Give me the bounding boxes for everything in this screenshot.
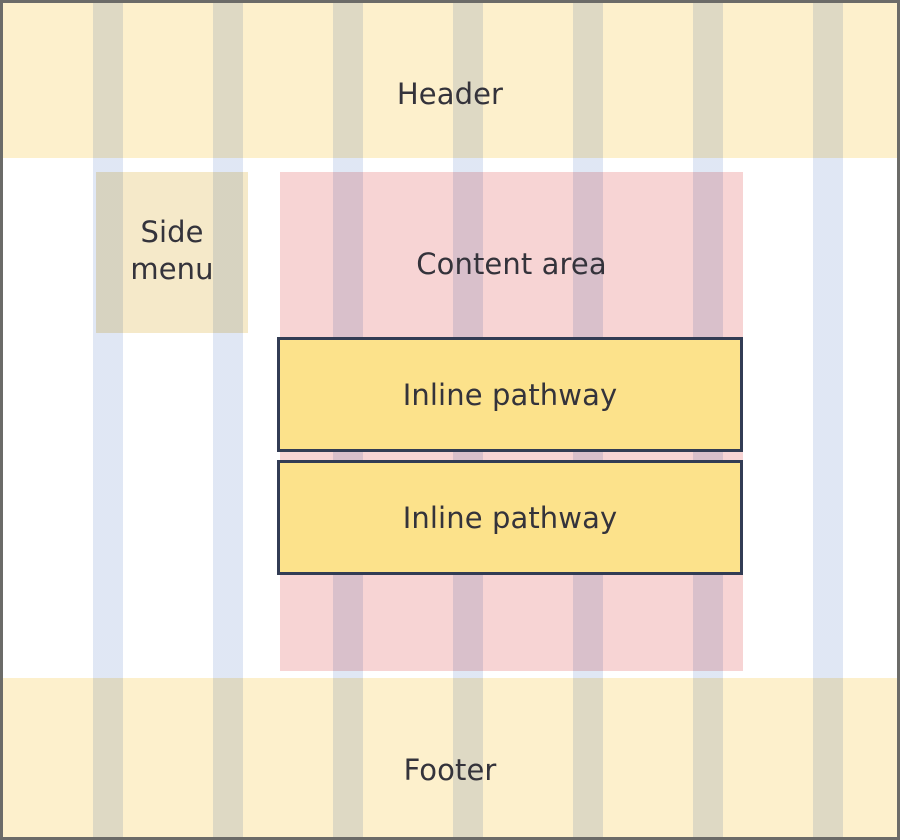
footer-label: Footer xyxy=(403,753,497,787)
side-menu-region xyxy=(96,172,248,333)
inline-pathway-box-2: Inline pathway xyxy=(277,460,743,575)
inline-pathway-label-2: Inline pathway xyxy=(402,500,618,535)
inline-pathway-label-1: Inline pathway xyxy=(402,377,618,412)
header-label: Header xyxy=(396,77,504,111)
side-menu-label: Side menu xyxy=(130,215,214,287)
footer-region xyxy=(3,678,897,837)
header-region xyxy=(3,3,897,158)
inline-pathway-box-1: Inline pathway xyxy=(277,337,743,452)
content-area-label: Content area xyxy=(416,247,607,281)
